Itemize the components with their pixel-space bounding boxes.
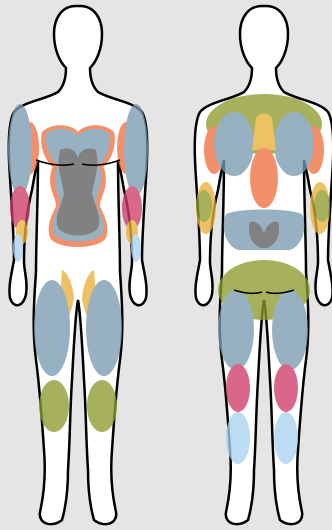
- front-left-arm-zone: [8, 104, 32, 196]
- front-right-thigh-zone: [86, 280, 122, 376]
- back-view: [195, 6, 332, 524]
- back-left-lat-zone: [214, 112, 254, 176]
- front-right-knee-zone: [87, 380, 117, 432]
- front-left-knee-zone: [39, 380, 69, 432]
- back-spine-zone: [250, 148, 278, 208]
- back-right-lat-zone: [274, 112, 314, 176]
- back-left-elbow-zone: [196, 190, 212, 222]
- front-body-outline: [9, 6, 147, 524]
- front-left-thigh-zone: [34, 280, 70, 376]
- back-left-lower-leg-zone: [226, 412, 250, 464]
- front-right-hand-zone: [131, 234, 141, 262]
- back-left-hamstring-zone: [218, 290, 254, 370]
- back-right-hamstring-zone: [272, 290, 308, 370]
- front-left-hand-zone: [13, 234, 23, 262]
- back-right-elbow-zone: [314, 190, 330, 222]
- front-view: [8, 6, 148, 524]
- front-right-arm-zone: [124, 104, 148, 196]
- back-left-calf-zone: [226, 364, 250, 412]
- back-right-calf-zone: [274, 364, 298, 412]
- back-right-lower-leg-zone: [274, 412, 298, 464]
